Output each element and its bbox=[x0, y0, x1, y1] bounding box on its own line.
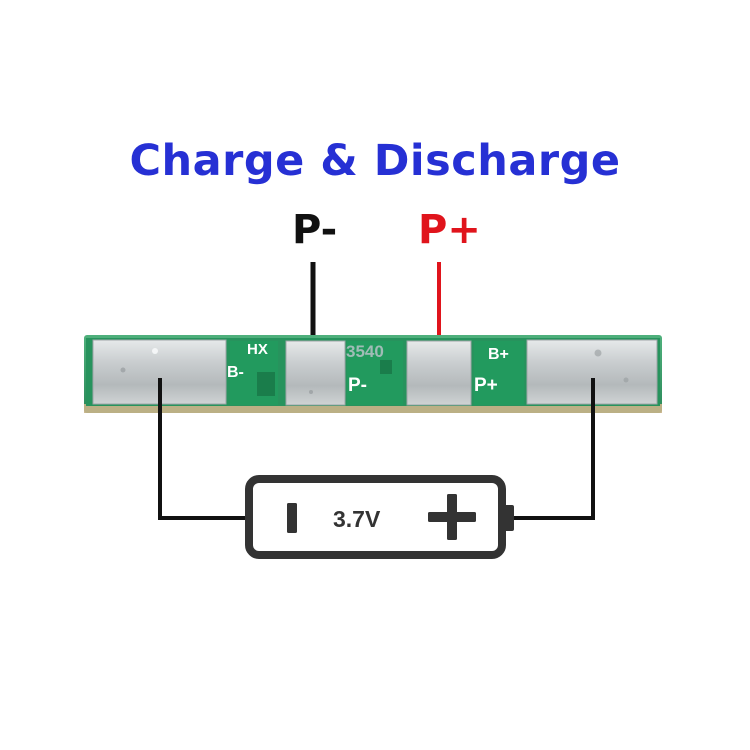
battery: 3.7V bbox=[245, 475, 514, 559]
positive-terminal-icon bbox=[428, 494, 476, 540]
diagram-title: Charge & Discharge bbox=[129, 136, 621, 186]
p-plus-pad bbox=[406, 340, 472, 406]
protection-board: HX B- 3540 P- B+ P+ bbox=[84, 335, 662, 413]
silkscreen-p-plus: P+ bbox=[474, 375, 498, 396]
silkscreen-p-minus: P- bbox=[348, 375, 367, 396]
silkscreen-chip-code: 3540 bbox=[346, 342, 384, 361]
silkscreen-b-plus: B+ bbox=[488, 346, 509, 363]
silkscreen-hx: HX bbox=[247, 341, 268, 358]
b-minus-wire bbox=[158, 378, 247, 520]
p-minus-label: P- bbox=[292, 207, 338, 253]
p-minus-pad bbox=[285, 340, 346, 406]
silkscreen-b-minus: B- bbox=[227, 364, 244, 381]
p-plus-label: P+ bbox=[418, 207, 481, 253]
negative-terminal-icon bbox=[287, 503, 297, 533]
battery-voltage-label: 3.7V bbox=[333, 506, 381, 532]
b-plus-wire bbox=[512, 378, 595, 520]
battery-cap bbox=[502, 505, 514, 531]
